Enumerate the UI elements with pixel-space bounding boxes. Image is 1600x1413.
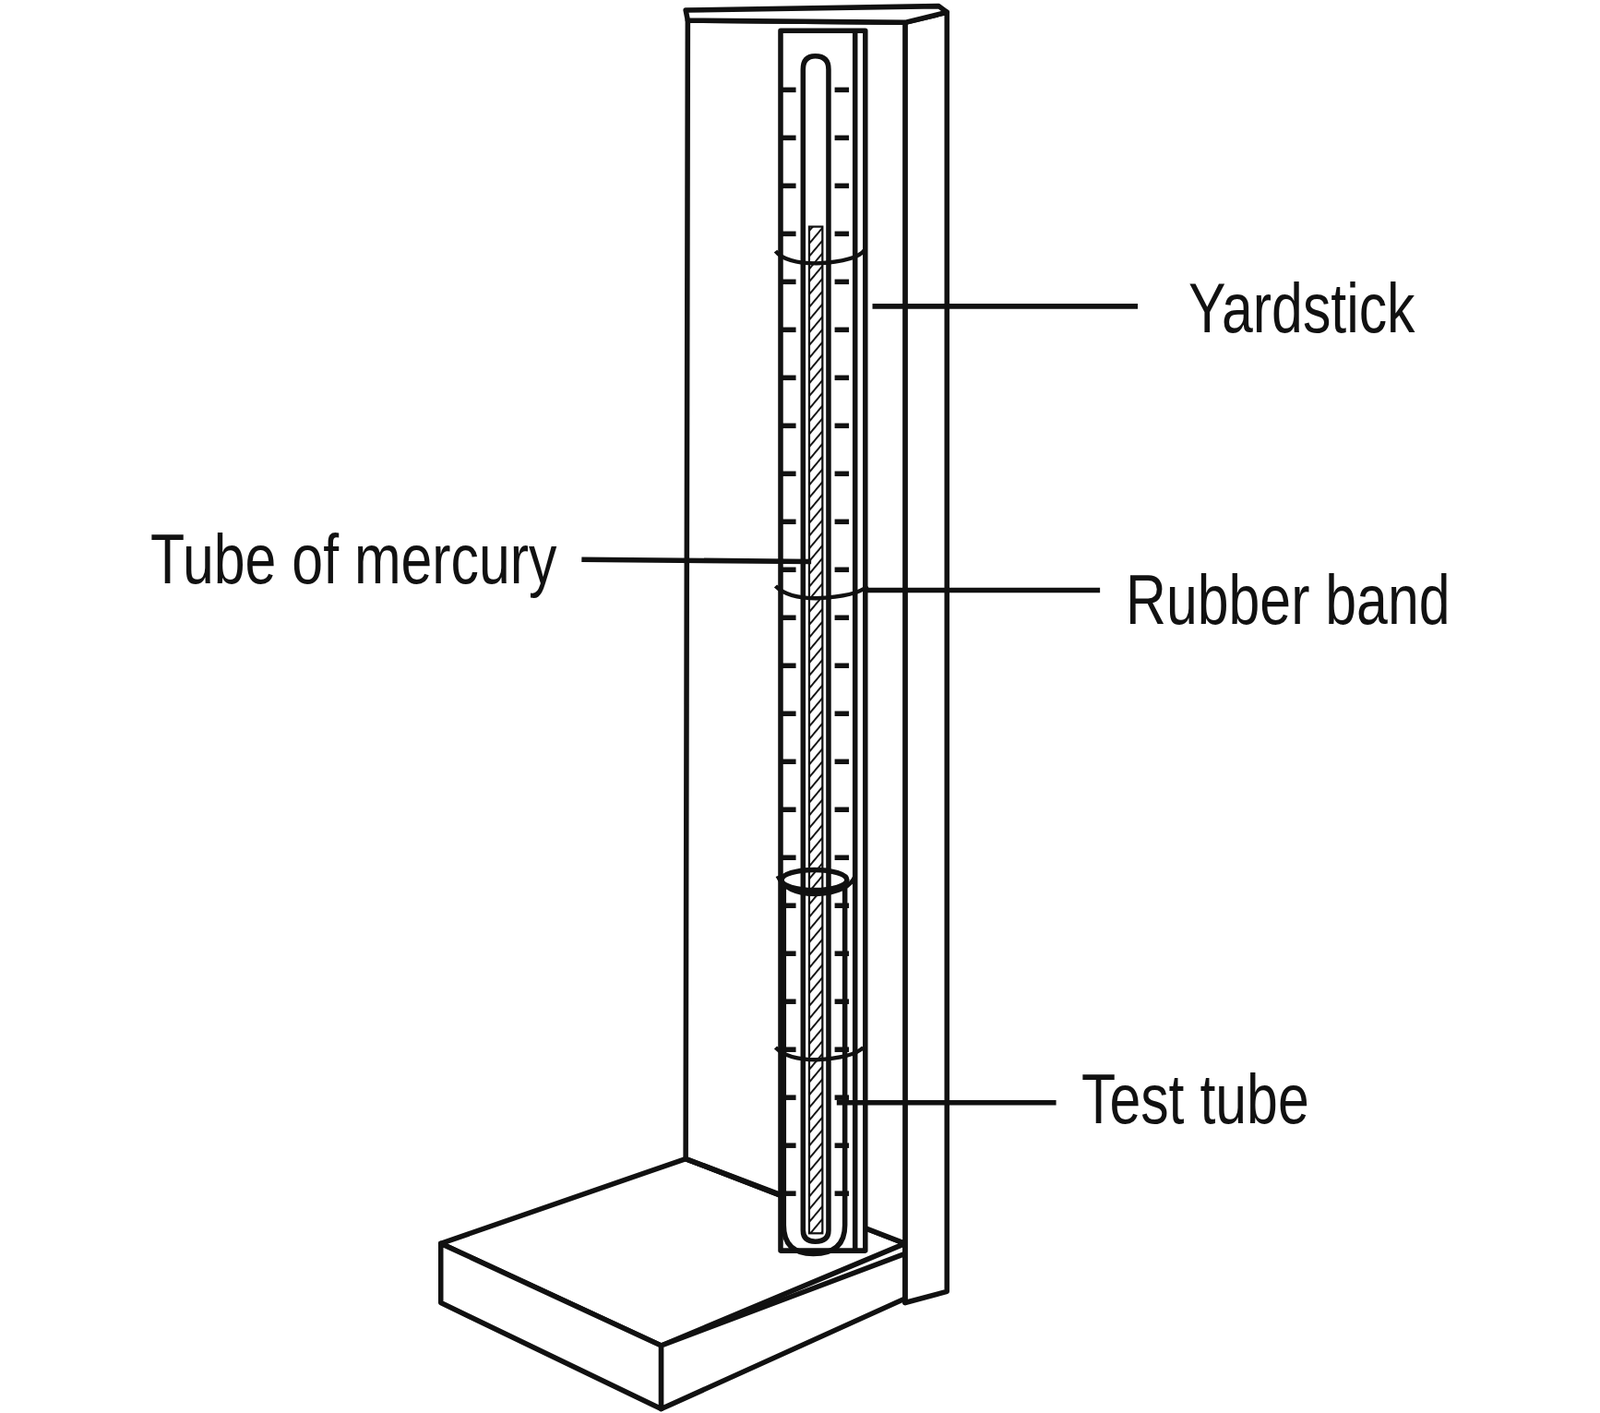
base-front-left (441, 1242, 662, 1409)
tick (835, 423, 849, 430)
tick (780, 567, 797, 574)
tick (780, 758, 797, 765)
tick (780, 135, 797, 142)
tick (780, 614, 797, 621)
tick (780, 327, 797, 334)
test-tube (783, 885, 845, 1254)
mercury-column (809, 226, 823, 1234)
part-label: Tube of mercury (150, 524, 557, 595)
tick (780, 183, 797, 190)
tick (835, 327, 849, 334)
tick (835, 519, 849, 526)
tick (835, 375, 849, 382)
leader-lines (581, 306, 1138, 1103)
tick (835, 710, 849, 717)
tick (780, 471, 797, 478)
tick (835, 806, 849, 812)
part-label: Rubber band (1125, 564, 1451, 635)
tick (780, 231, 797, 238)
tick (780, 519, 797, 526)
board-front (685, 20, 906, 1302)
part-label: Test tube (1081, 1063, 1310, 1135)
tick (835, 854, 849, 860)
tick (835, 87, 849, 94)
tick (780, 662, 797, 669)
tick (835, 231, 849, 238)
tick (780, 375, 797, 382)
tick (835, 135, 849, 142)
tick (780, 87, 797, 94)
tick (780, 806, 797, 812)
tick (780, 279, 797, 286)
tick (835, 279, 849, 286)
tick (780, 710, 797, 717)
rubber-bands (775, 249, 868, 1060)
base-front-right (661, 1253, 906, 1409)
tick (835, 183, 849, 190)
board-side (905, 11, 947, 1302)
tick (835, 567, 849, 574)
board-top (685, 6, 947, 24)
part-label: Yardstick (1188, 273, 1416, 344)
tick (835, 662, 849, 669)
tick (835, 758, 849, 765)
tick (835, 614, 849, 621)
tick (835, 471, 849, 478)
tick (780, 423, 797, 430)
mercury-tube (802, 56, 829, 1242)
tick (780, 854, 797, 860)
yardstick (780, 30, 866, 1251)
